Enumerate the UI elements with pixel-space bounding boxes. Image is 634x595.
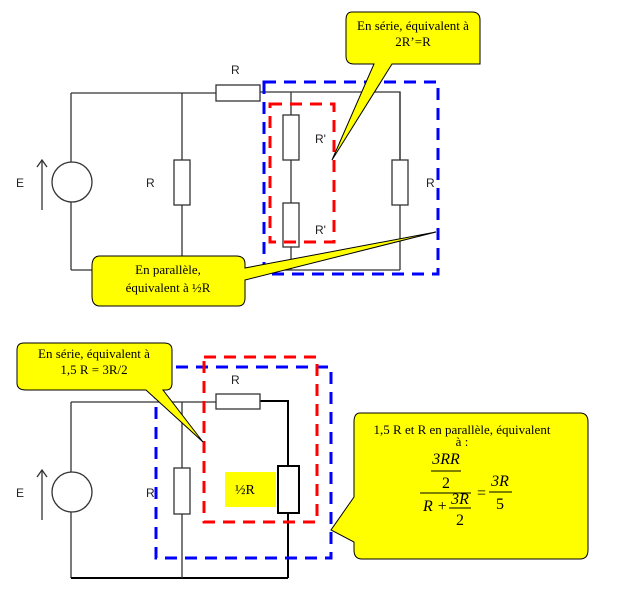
formula-den-frac-den: 2	[456, 512, 464, 529]
label-r-top-1: R	[231, 63, 240, 77]
callout-series-bottom-line2: 1,5 R = 3R/2	[60, 362, 127, 377]
wire-right-2	[260, 400, 289, 466]
resistor-left	[173, 159, 191, 206]
resistor-right	[391, 159, 409, 206]
callout-parallel-line1: En parallèle,	[135, 262, 201, 277]
callout-series-bottom-line1: En série, équivalent à	[38, 346, 150, 361]
label-rprime-top: R'	[315, 132, 326, 146]
voltage-source-2	[51, 471, 93, 513]
formula-res-num: 3R	[490, 473, 509, 490]
formula-res-den: 5	[496, 496, 504, 513]
label-r-top-2: R	[231, 373, 240, 387]
callout-parallel: En parallèle, équivalent à ½R	[91, 231, 437, 307]
label-r-left-2: R	[146, 486, 155, 500]
resistor-half-r	[277, 465, 300, 514]
label-e-1: E	[16, 176, 24, 190]
formula-equals: =	[477, 485, 486, 502]
formula: 3RR 2 R + 3R 2 = 3R 5	[420, 451, 512, 529]
label-r-right-1: R	[426, 176, 435, 190]
arrow-head-icon	[36, 158, 48, 168]
arrow-head-icon	[36, 468, 48, 478]
formula-num-num: 3RR	[431, 451, 460, 468]
resistor-top-2	[215, 393, 261, 410]
resistor-top	[215, 84, 261, 102]
label-r-left-1: R	[146, 176, 155, 190]
callout-series-bottom: En série, équivalent à 1,5 R = 3R/2	[16, 342, 204, 443]
resistor-left-2	[173, 467, 191, 515]
callout-result: 1,5 R et R en parallèle, équivalent à : …	[330, 412, 589, 560]
blue-group-box-1	[262, 80, 440, 276]
label-rprime-bottom: R'	[315, 223, 326, 237]
callout-result-line1: 1,5 R et R en parallèle, équivalent	[374, 422, 551, 437]
formula-den-frac-num: 3R	[450, 491, 469, 508]
label-e-2: E	[16, 486, 24, 500]
blue-group-box-2	[154, 365, 333, 560]
formula-num-den: 2	[442, 475, 450, 492]
callout-series-top: En série, équivalent à 2R’=R	[331, 11, 481, 161]
label-half-r: ½R	[235, 483, 256, 498]
resistor-rprime-top	[282, 114, 300, 161]
callout-result-line2: à :	[456, 434, 469, 449]
voltage-source-1	[51, 161, 93, 203]
red-group-box-1	[268, 102, 336, 244]
callout-series-top-line1: En série, équivalent à	[357, 18, 469, 33]
resistor-rprime-bottom	[282, 202, 300, 248]
callout-series-top-line2: 2R’=R	[395, 34, 431, 49]
half-r-highlight	[225, 472, 276, 507]
callout-parallel-line2: équivalent à ½R	[126, 280, 211, 295]
formula-den-left: R +	[422, 498, 448, 515]
